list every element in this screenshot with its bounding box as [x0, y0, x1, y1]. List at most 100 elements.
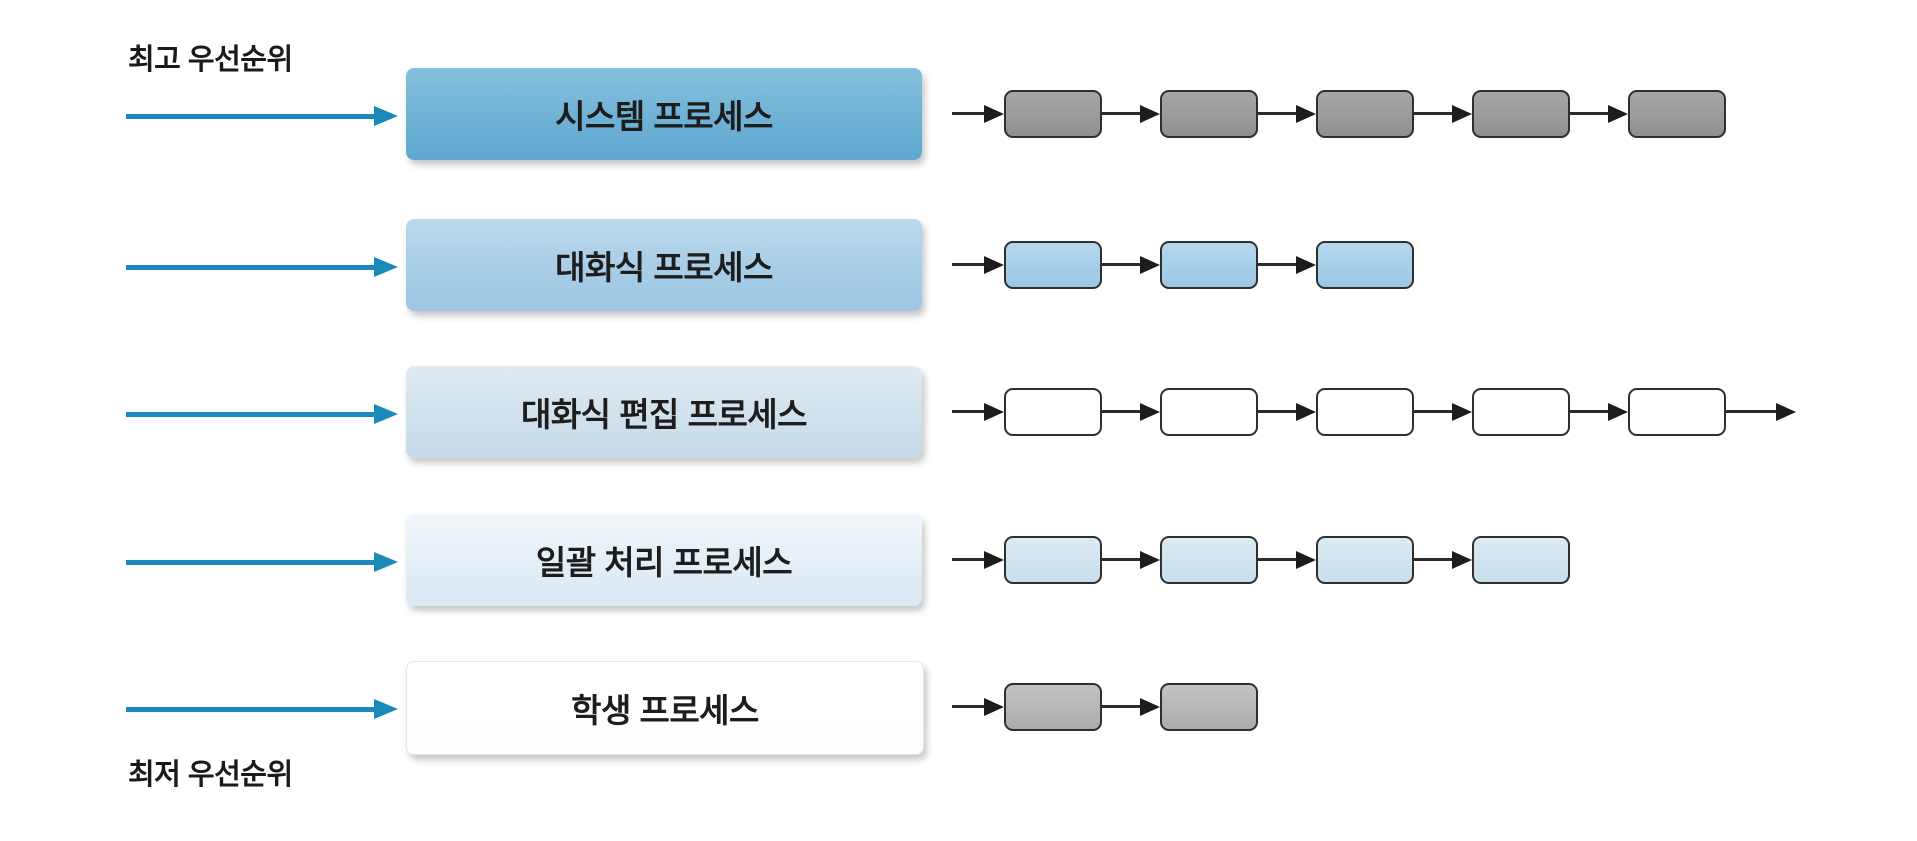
arrow-head — [1140, 403, 1160, 421]
arrow-head — [1296, 403, 1316, 421]
queue-item[interactable] — [1160, 683, 1258, 731]
arrow-head — [1140, 551, 1160, 569]
queue-item[interactable] — [1004, 241, 1102, 289]
process-box-level-5[interactable]: 학생 프로세스 — [406, 661, 924, 755]
arrow-head — [1608, 105, 1628, 123]
process-box-level-3[interactable]: 대화식 편집 프로세스 — [406, 366, 922, 458]
arrow-shaft — [1102, 410, 1146, 413]
priority-row-2: 대화식 프로세스 — [0, 219, 1917, 315]
queue-item[interactable] — [1316, 388, 1414, 436]
arrow-shaft — [1258, 112, 1302, 115]
process-box-label: 일괄 처리 프로세스 — [535, 544, 793, 581]
queue-link-arrow-icon — [1102, 403, 1160, 421]
priority-row-1: 시스템 프로세스 — [0, 68, 1917, 164]
arrow-head — [1296, 105, 1316, 123]
arrow-head — [1452, 403, 1472, 421]
arrow-head — [984, 403, 1004, 421]
queue-link-arrow-icon — [1570, 105, 1628, 123]
process-box-level-1[interactable]: 시스템 프로세스 — [406, 68, 922, 160]
arrow-shaft — [126, 114, 376, 119]
queue-item[interactable] — [1472, 536, 1570, 584]
queue-chain-level-3 — [952, 366, 1798, 458]
arrow-head — [1452, 105, 1472, 123]
queue-item[interactable] — [1628, 388, 1726, 436]
queue-link-arrow-icon — [1414, 105, 1472, 123]
priority-row-4: 일괄 처리 프로세스 — [0, 514, 1917, 610]
arrow-shaft — [1414, 410, 1458, 413]
arrow-head — [1608, 403, 1628, 421]
queue-link-arrow-icon — [1258, 403, 1316, 421]
arrow-shaft — [1258, 263, 1302, 266]
queue-item[interactable] — [1160, 388, 1258, 436]
queue-link-arrow-icon — [1414, 551, 1472, 569]
queue-link-arrow-icon — [1570, 403, 1628, 421]
queue-item[interactable] — [1472, 90, 1570, 138]
process-box-label: 대화식 프로세스 — [555, 249, 773, 286]
queue-link-arrow-icon — [1258, 105, 1316, 123]
process-box-label: 학생 프로세스 — [571, 692, 759, 729]
queue-item[interactable] — [1004, 388, 1102, 436]
arrow-head — [984, 256, 1004, 274]
lowest-priority-label: 최저 우선순위 — [128, 759, 293, 791]
queue-item[interactable] — [1160, 536, 1258, 584]
arrow-shaft — [952, 410, 990, 413]
arrow-shaft — [126, 265, 376, 270]
arrow-shaft — [126, 412, 376, 417]
queue-chain-level-4 — [952, 514, 1570, 606]
arrow-shaft — [952, 558, 990, 561]
queue-item[interactable] — [1004, 90, 1102, 138]
queue-link-arrow-icon — [1102, 105, 1160, 123]
arrow-shaft — [126, 707, 376, 712]
arrow-shaft — [1726, 410, 1782, 413]
incoming-arrow-icon — [126, 699, 404, 719]
arrow-shaft — [1102, 263, 1146, 266]
arrow-head — [1776, 403, 1796, 421]
process-box-label: 시스템 프로세스 — [555, 98, 773, 135]
queue-tail-arrow-icon — [1726, 403, 1798, 421]
arrow-shaft — [1570, 112, 1614, 115]
arrow-head — [374, 552, 398, 572]
incoming-arrow-icon — [126, 106, 404, 126]
queue-lead-arrow-icon — [952, 256, 1004, 274]
queue-item[interactable] — [1316, 90, 1414, 138]
priority-row-3: 대화식 편집 프로세스 — [0, 366, 1917, 462]
arrow-shaft — [1258, 410, 1302, 413]
arrow-shaft — [1102, 705, 1146, 708]
queue-item[interactable] — [1628, 90, 1726, 138]
process-box-level-4[interactable]: 일괄 처리 프로세스 — [406, 514, 922, 606]
queue-item[interactable] — [1004, 683, 1102, 731]
arrow-shaft — [1570, 410, 1614, 413]
queue-lead-arrow-icon — [952, 105, 1004, 123]
queue-chain-level-2 — [952, 219, 1414, 311]
queue-lead-arrow-icon — [952, 698, 1004, 716]
arrow-head — [374, 699, 398, 719]
arrow-head — [984, 698, 1004, 716]
queue-item[interactable] — [1004, 536, 1102, 584]
arrow-head — [1296, 256, 1316, 274]
process-box-level-2[interactable]: 대화식 프로세스 — [406, 219, 922, 311]
incoming-arrow-icon — [126, 552, 404, 572]
incoming-arrow-icon — [126, 257, 404, 277]
arrow-head — [374, 257, 398, 277]
queue-item[interactable] — [1316, 536, 1414, 584]
queue-lead-arrow-icon — [952, 403, 1004, 421]
arrow-head — [1140, 105, 1160, 123]
queue-chain-level-5 — [952, 661, 1258, 753]
highest-priority-label: 최고 우선순위 — [128, 44, 293, 76]
arrow-shaft — [1414, 558, 1458, 561]
queue-link-arrow-icon — [1258, 256, 1316, 274]
arrow-head — [374, 106, 398, 126]
queue-item[interactable] — [1160, 241, 1258, 289]
queue-item[interactable] — [1160, 90, 1258, 138]
arrow-shaft — [126, 560, 376, 565]
arrow-head — [1140, 256, 1160, 274]
arrow-shaft — [952, 112, 990, 115]
arrow-head — [984, 551, 1004, 569]
queue-chain-level-1 — [952, 68, 1726, 160]
arrow-shaft — [1102, 112, 1146, 115]
arrow-shaft — [1102, 558, 1146, 561]
queue-item[interactable] — [1316, 241, 1414, 289]
queue-lead-arrow-icon — [952, 551, 1004, 569]
queue-item[interactable] — [1472, 388, 1570, 436]
